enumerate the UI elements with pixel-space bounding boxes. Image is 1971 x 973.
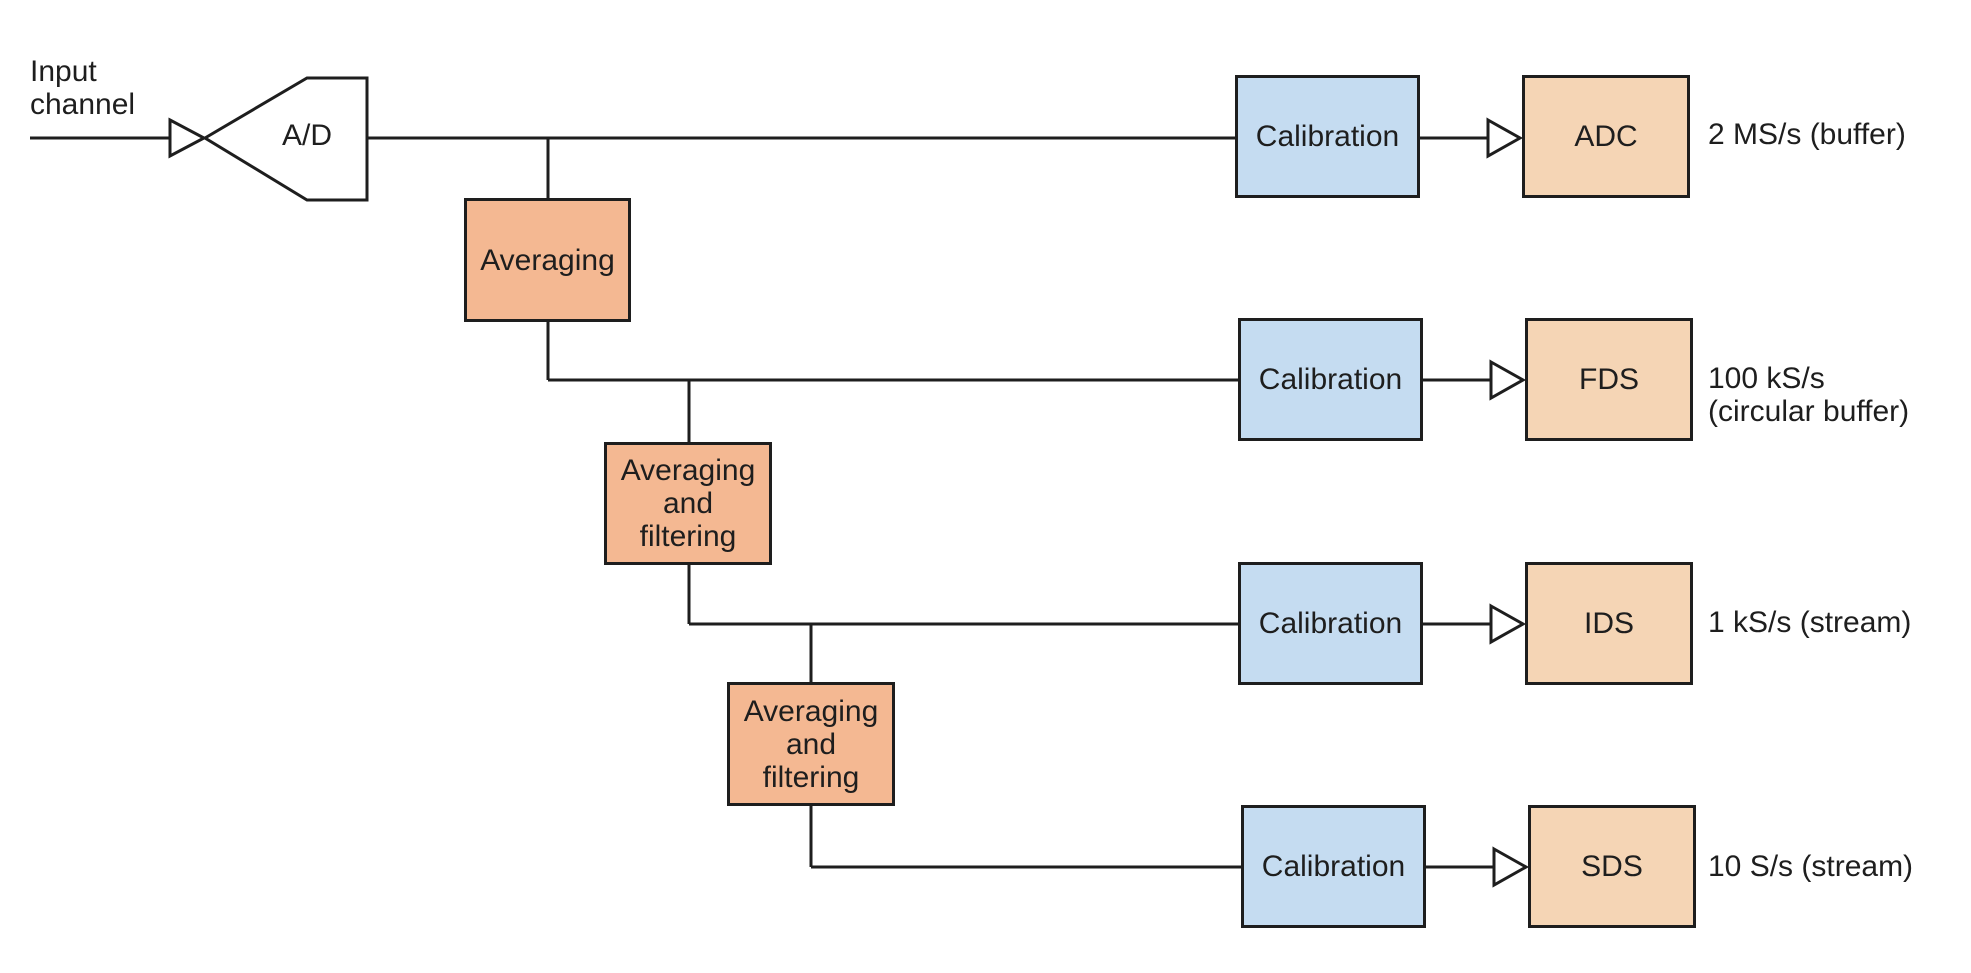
averaging-filtering-box-1-label: Averaging and filtering (620, 454, 756, 553)
calibration-box-fds: Calibration (1238, 318, 1423, 441)
averaging-box: Averaging (464, 198, 631, 322)
dataset-box-fds: FDS (1525, 318, 1693, 441)
row4-arrow-triangle (1492, 846, 1530, 888)
rate-label-adc: 2 MS/s (buffer) (1708, 118, 1906, 151)
calibration-box-adc: Calibration (1235, 75, 1420, 198)
dataset-label-adc: ADC (1574, 120, 1638, 153)
dataset-box-ids: IDS (1525, 562, 1693, 685)
calibration-label-fds: Calibration (1258, 363, 1403, 396)
calibration-label-adc: Calibration (1255, 120, 1400, 153)
calibration-label-sds: Calibration (1261, 850, 1406, 883)
dataset-box-adc: ADC (1522, 75, 1690, 198)
averaging-filtering-box-1: Averaging and filtering (604, 442, 772, 565)
row1-arrow-triangle (1486, 117, 1524, 159)
ad-converter-label: A/D (282, 119, 333, 152)
rate-label-sds: 10 S/s (stream) (1708, 850, 1914, 883)
row3-arrow-triangle (1489, 603, 1527, 645)
dataset-label-fds: FDS (1579, 363, 1639, 396)
dataset-label-sds: SDS (1581, 850, 1643, 883)
calibration-label-ids: Calibration (1258, 607, 1403, 640)
averaging-filtering-box-2: Averaging and filtering (727, 682, 895, 806)
input-channel-label: Input channel (30, 55, 136, 121)
rate-label-ids: 1 kS/s (stream) (1708, 606, 1912, 639)
calibration-box-sds: Calibration (1241, 805, 1426, 928)
dataset-box-sds: SDS (1528, 805, 1696, 928)
input-arrow-triangle (168, 117, 208, 159)
averaging-box-label: Averaging (480, 243, 615, 277)
averaging-filtering-box-2-label: Averaging and filtering (743, 694, 879, 794)
row2-arrow-triangle (1489, 359, 1527, 401)
calibration-box-ids: Calibration (1238, 562, 1423, 685)
rate-label-fds: 100 kS/s (circular buffer) (1708, 362, 1910, 428)
dataset-label-ids: IDS (1583, 607, 1634, 640)
